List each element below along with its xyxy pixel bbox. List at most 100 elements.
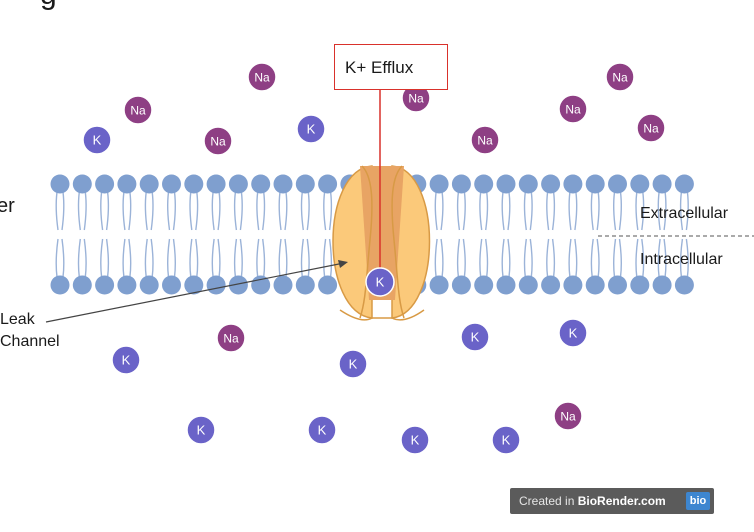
lipid-tail	[613, 191, 617, 231]
lipid-tail	[529, 238, 533, 278]
lipid-tail	[150, 238, 154, 278]
potassium-ion: K	[400, 425, 430, 455]
lipid-tail	[501, 238, 505, 278]
lipid-head	[318, 174, 338, 194]
potassium-ion-label: K	[471, 330, 480, 345]
lipid-tail	[440, 191, 444, 231]
potassium-ion: K	[491, 425, 521, 455]
lipid-head	[162, 275, 181, 295]
lipid-tail	[596, 191, 600, 231]
lipid-head	[541, 275, 561, 295]
efflux-label: K+ Efflux	[345, 58, 414, 77]
biorender-logo-icon: bio	[686, 492, 710, 510]
lipid-head	[429, 275, 449, 295]
lipid-tail	[284, 238, 288, 278]
lipid-tail	[189, 191, 193, 231]
lipid-tail	[83, 238, 87, 278]
lipid-tail	[211, 238, 215, 278]
lipid-head	[674, 275, 694, 295]
lipid-head	[630, 174, 650, 194]
sodium-ion-label: Na	[560, 410, 576, 424]
potassium-ion-label: K	[318, 423, 327, 438]
lipid-tail	[440, 238, 444, 278]
lipid-head	[474, 174, 494, 194]
lipid-tail	[55, 191, 59, 231]
lipid-tail	[144, 191, 148, 231]
biorender-badge[interactable]: Created in BioRender.com bio	[510, 488, 714, 514]
potassium-ion: K	[558, 318, 588, 348]
sodium-ion-label: Na	[130, 104, 146, 118]
lipid-tail	[479, 238, 483, 278]
lipid-tail	[529, 191, 533, 231]
lipid-tail	[122, 191, 126, 231]
lipid-tail	[77, 238, 81, 278]
lipid-tail	[233, 238, 238, 278]
lipid-tail	[100, 191, 104, 231]
lipid-head	[72, 275, 92, 295]
lipid-head	[451, 275, 471, 295]
potassium-ion-label: K	[411, 433, 420, 448]
lipid-tail	[122, 238, 126, 278]
potassium-ion-label: K	[93, 133, 102, 148]
lipid-tail	[328, 191, 333, 231]
lipid-head	[652, 275, 672, 295]
lipid-tail	[323, 191, 327, 231]
sodium-ion: Na	[605, 62, 635, 92]
lipid-tail	[434, 191, 438, 231]
sodium-ion: Na	[636, 113, 666, 143]
lipid-tail	[239, 191, 243, 231]
lipid-tail	[256, 191, 260, 231]
lipid-tail	[456, 191, 461, 231]
lipid-head	[652, 174, 672, 194]
lipid-head	[474, 275, 494, 295]
lipid-tail	[635, 191, 639, 231]
lipid-tail	[507, 238, 511, 278]
lipid-tail	[167, 238, 171, 278]
lipid-tail	[663, 191, 667, 231]
lipid-tail	[323, 238, 327, 278]
potassium-ion-label: K	[197, 423, 206, 438]
lipid-tail	[546, 191, 550, 231]
lipid-tail	[256, 238, 260, 278]
lipid-tail	[144, 238, 148, 278]
biorender-credit: Created in BioRender.com	[519, 494, 666, 508]
lipid-head	[50, 174, 70, 194]
sodium-ion-label: Na	[565, 103, 581, 117]
lipid-tail	[485, 191, 489, 231]
leak-pointer-line	[45, 262, 345, 323]
lipid-tail	[685, 238, 689, 278]
lipid-tail	[635, 238, 639, 278]
extracellular-label: Extracellular	[640, 205, 729, 222]
sodium-ion: Na	[401, 83, 431, 113]
lipid-tail	[233, 191, 238, 231]
lipid-head	[251, 174, 271, 194]
lipid-tail	[300, 191, 304, 231]
lipid-tail	[105, 238, 110, 278]
sodium-ion: Na	[123, 95, 153, 125]
potassium-ion: K	[460, 322, 490, 352]
sodium-ion: Na	[216, 323, 246, 353]
leak-label-line1: Leak	[0, 311, 35, 328]
lipid-tail	[551, 238, 556, 278]
lipid-head	[206, 174, 226, 194]
lipid-tail	[507, 191, 511, 231]
lipid-tail	[278, 191, 282, 231]
lipid-tail	[456, 238, 461, 278]
lipid-head	[162, 174, 181, 194]
lipid-head	[518, 174, 538, 194]
lipid-tail	[501, 191, 505, 231]
lipid-head	[139, 174, 159, 194]
efflux-label-box: K+ Efflux	[334, 44, 448, 90]
lipid-tail	[485, 238, 489, 278]
lipid-tail	[217, 238, 221, 278]
leak-pointer-head	[338, 260, 348, 268]
lipid-head	[206, 275, 226, 295]
lipid-head	[563, 174, 583, 194]
lipid-tail	[574, 238, 578, 278]
lipid-tail	[613, 238, 617, 278]
sodium-ion-label: Na	[408, 92, 424, 106]
lipid-head	[184, 275, 204, 295]
sodium-ion-label: Na	[254, 71, 270, 85]
lipid-tail	[300, 238, 304, 278]
lipid-tail	[551, 191, 556, 231]
